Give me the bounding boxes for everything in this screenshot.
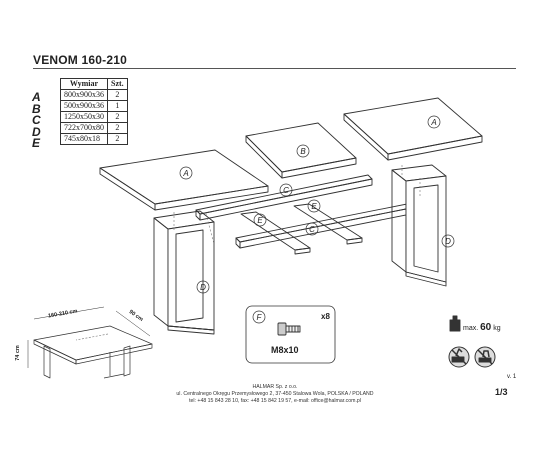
version-label: v. 1 xyxy=(507,374,517,380)
page-number: 1/3 xyxy=(495,387,508,397)
hardware-count: x8 xyxy=(321,312,330,321)
leg-frame-d-right xyxy=(391,164,447,287)
part-letter-a: A xyxy=(32,90,41,104)
callout-b: B xyxy=(300,147,306,156)
callout-circle-d-left xyxy=(196,280,210,294)
no-sit-icon xyxy=(474,346,496,368)
callout-circle-e-left xyxy=(253,213,267,227)
weight-unit: kg xyxy=(493,325,501,332)
callout-a-left: A xyxy=(182,169,188,178)
no-climb-icon xyxy=(448,346,470,368)
callout-circle-c-lower xyxy=(305,222,319,236)
footer-address: ul. Centralnego Okręgu Przemysłowego 2, … xyxy=(176,391,374,397)
bracket-e-right xyxy=(293,203,363,245)
hardware-label: M8x10 xyxy=(271,345,299,355)
callout-circle-f xyxy=(252,310,266,324)
footer-company: HALMAR Sp. z o.o. xyxy=(252,384,298,390)
max-weight: max. 60 kg xyxy=(463,322,501,333)
panel-a-right xyxy=(343,97,483,161)
weight-prefix: max. xyxy=(463,325,479,332)
part-letter-e: E xyxy=(32,136,41,150)
hardware-box xyxy=(245,305,336,364)
callout-e-right: E xyxy=(311,202,317,211)
part-qty: 2 xyxy=(107,133,128,145)
callout-e-left: E xyxy=(257,216,263,225)
callout-d-right: D xyxy=(445,237,451,246)
rail-c-upper xyxy=(195,174,373,221)
part-size: 745x80x18 xyxy=(60,133,108,145)
weight-value: 60 xyxy=(480,322,492,333)
part-qty: 2 xyxy=(107,111,128,123)
assembled-table-overview xyxy=(27,306,153,379)
bracket-e-left xyxy=(240,211,311,255)
panel-b xyxy=(245,122,357,179)
weight-icon xyxy=(449,315,461,332)
parts-letters: A B C D E xyxy=(32,82,54,150)
page-title: VENOM 160-210 xyxy=(33,53,127,67)
bolt-icon xyxy=(277,322,301,336)
callout-circle-d-right xyxy=(441,234,455,248)
assembly-guides xyxy=(173,165,421,245)
leg-frame-d-left xyxy=(153,210,215,335)
part-letter-b: B xyxy=(32,101,41,116)
footer-contact: tel: +48 15 843 28 10, fax: +48 15 842 1… xyxy=(189,398,361,404)
callout-circle-a-left xyxy=(179,166,193,180)
title-divider xyxy=(33,68,516,69)
callout-circle-e-right xyxy=(307,199,321,213)
callout-d-left: D xyxy=(200,283,206,292)
callouts xyxy=(179,115,455,294)
callout-c-lower: C xyxy=(309,225,315,234)
panel-a-left xyxy=(99,149,269,211)
part-letter-c: C xyxy=(32,113,41,127)
callout-circle-a-right xyxy=(427,115,441,129)
callout-c-upper: C xyxy=(283,186,289,195)
callout-circle-c-upper xyxy=(279,183,293,197)
callout-f: F xyxy=(257,313,263,322)
part-letter-d: D xyxy=(32,124,41,139)
callout-a-right: A xyxy=(430,118,436,127)
callout-circle-b xyxy=(296,144,310,158)
dimension-height: 74 cm xyxy=(14,345,21,361)
